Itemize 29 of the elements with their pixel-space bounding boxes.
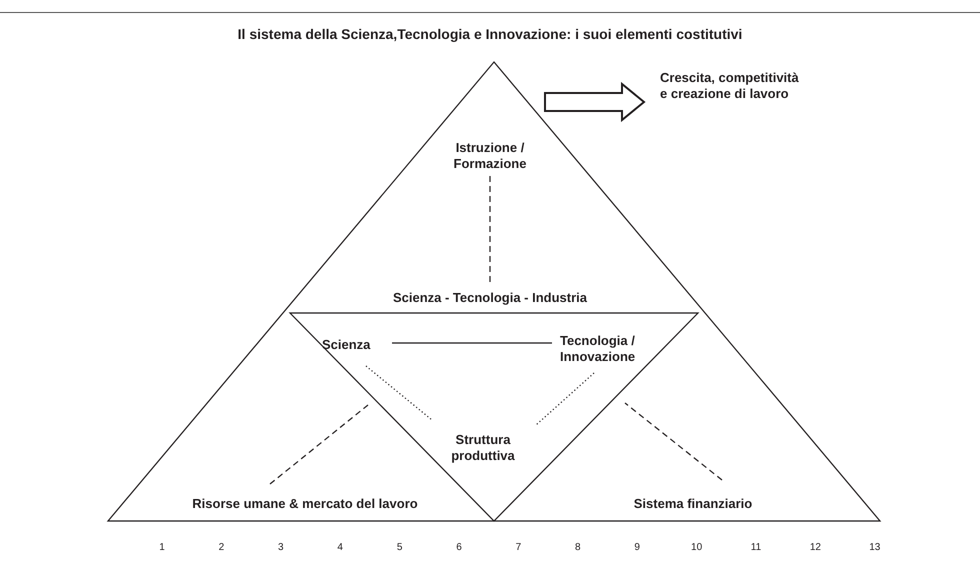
- scale-number: 6: [455, 542, 463, 553]
- block-arrow: [544, 82, 646, 122]
- dashed-line: [489, 176, 491, 282]
- diagram-title: Il sistema della Scienza,Tecnologia e Innovazione: i suoi elementi costitutivi: [236, 26, 744, 42]
- connector-line: [392, 342, 552, 344]
- scale-number: 12: [808, 542, 822, 553]
- scale-number: 10: [690, 542, 704, 553]
- outcome-label: Crescita, competitività e creazione di lavoro: [660, 70, 800, 102]
- dotted-line: [366, 366, 432, 420]
- scale-number: 3: [277, 542, 285, 553]
- node-label: Istruzione / Formazione: [452, 140, 528, 172]
- dashed-line: [270, 404, 368, 484]
- scale-number: 5: [396, 542, 404, 553]
- scale-number: 13: [868, 542, 882, 553]
- scale-number: 9: [633, 542, 641, 553]
- band-label: Scienza - Tecnologia - Industria: [392, 290, 588, 306]
- node-label: Scienza: [322, 337, 370, 353]
- scale-number: 7: [514, 542, 522, 553]
- scale-number: 4: [336, 542, 344, 553]
- node-label: Sistema finanziario: [634, 496, 752, 512]
- scale-number: 2: [218, 542, 226, 553]
- scale-number: 11: [750, 542, 762, 553]
- scale-number: 8: [574, 542, 582, 553]
- node-label: Tecnologia / Innovazione: [560, 333, 636, 365]
- node-label: Risorse umane & mercato del lavoro: [192, 496, 418, 512]
- dashed-line: [624, 402, 722, 480]
- scale-number: 1: [158, 542, 166, 553]
- node-label: Struttura produttiva: [450, 432, 516, 464]
- dotted-line: [536, 372, 594, 426]
